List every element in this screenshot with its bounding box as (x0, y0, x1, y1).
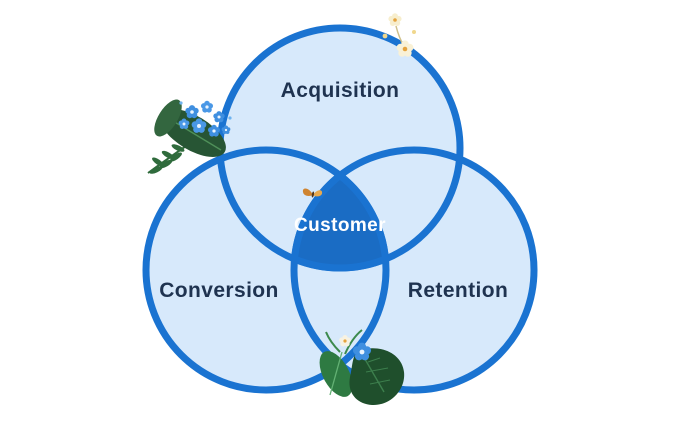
venn-circle-conversion-outline (142, 146, 390, 394)
heart-leaf-icon (349, 348, 405, 406)
label-customer: Customer (294, 215, 386, 236)
decoration-cream-flowers-top-right (382, 13, 416, 57)
blue-flower-icon (200, 100, 214, 113)
butterfly-icon (302, 188, 323, 198)
decoration-leaves-flowers-bottom (319, 329, 405, 406)
grass-blade-icon (325, 331, 341, 353)
grass-blade-icon (344, 329, 363, 355)
flower-bud-icon (382, 33, 388, 39)
venn-center-intersection (291, 172, 389, 272)
small-leaf-icon (154, 99, 182, 137)
label-retention: Retention (408, 279, 508, 302)
flower-bud-icon (412, 30, 416, 34)
venn-circle-retention-outline (290, 146, 538, 394)
decoration-leaves-blue-flowers-left (147, 99, 232, 174)
cream-flower-icon (388, 13, 402, 27)
label-acquisition: Acquisition (281, 79, 400, 102)
label-conversion: Conversion (159, 279, 279, 302)
blue-flower-icon (185, 105, 199, 119)
